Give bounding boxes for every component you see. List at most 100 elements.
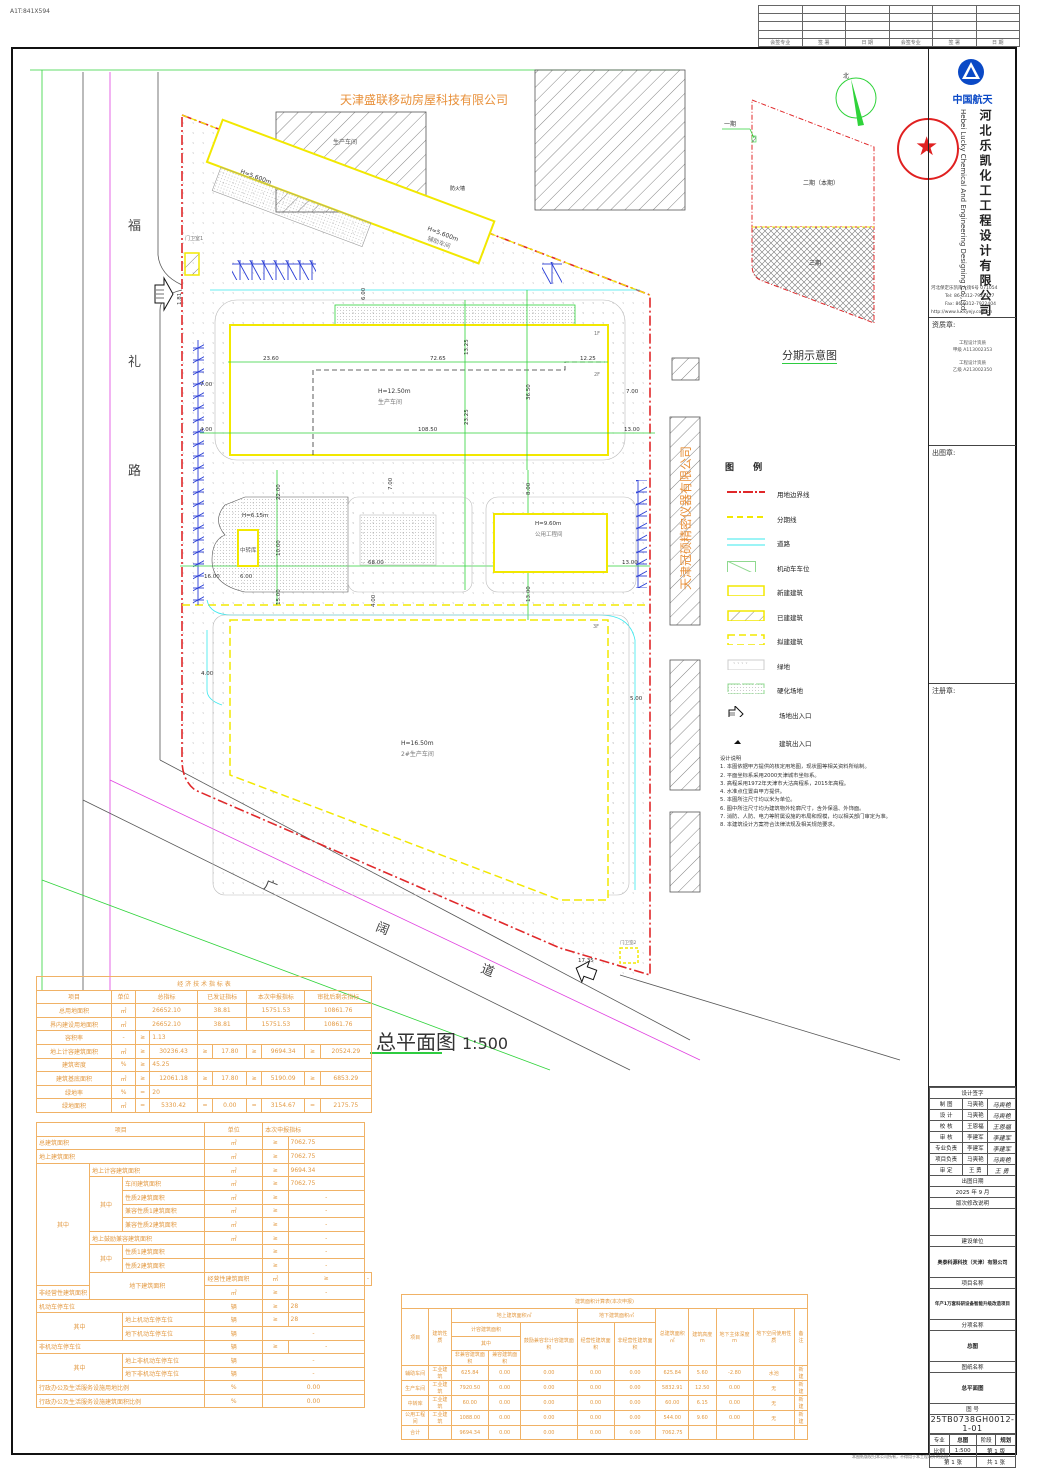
countersign-header: 签 署: [932, 37, 977, 48]
svg-text:H=6.15m: H=6.15m: [242, 513, 268, 519]
svg-text:H=9.60m: H=9.60m: [535, 521, 561, 527]
svg-text:72.65: 72.65: [430, 356, 446, 362]
svg-text:ˇ ˇ ˇ ˇ: ˇ ˇ ˇ ˇ: [733, 663, 748, 669]
svg-text:公用工程间: 公用工程间: [535, 530, 563, 538]
building-area-calculation-table: 建筑面积计算表(本次申报) 项目 建筑性质 地上建筑面积㎡ 地下建筑面积㎡ 总建…: [400, 1294, 808, 1440]
countersign-table: 会签专业 签 署 日 期 会签专业 签 署 日 期: [758, 4, 1020, 48]
signature-section: 设计签字 制 图马爽艳马爽艳 设 计马爽艳马爽艳 校 核王恩福王恩福 审 核李建…: [928, 1086, 1017, 1468]
legend-item-boundary: 用地边界线: [727, 491, 810, 499]
registration-section: 注册章:: [929, 683, 1016, 1084]
phase-diagram: 一期 二期（本期） 三期: [722, 99, 875, 324]
note-item: 7. 消防、人防、电力等附属设施的布局和规模，均以相关部门审定为准。: [720, 814, 891, 821]
drawing-number: 25TB0738GH0012-1-01: [929, 1414, 1016, 1434]
note-item: 2. 平面坐标系采用2000天津城市坐标系。: [720, 772, 820, 779]
neighbor-north-label: 天津盛联移动房屋科技有限公司: [340, 92, 508, 107]
table-row: 其中地上非机动车停车位辆-: [36, 1353, 372, 1382]
note-item: 6. 图中所注尺寸均为建筑物外轮廓尺寸，含外保温、外饰面。: [720, 805, 865, 812]
casc-logo-icon: [958, 59, 984, 85]
countersign-header: 会签专业: [758, 37, 803, 48]
legend-item-paved: 硬化场地: [725, 677, 915, 702]
note-item: 4. 水准点位置由甲方提供。: [720, 789, 786, 796]
drawing-frame: [11, 47, 1017, 1455]
table-row: 容积率-≥1.13: [35, 1030, 373, 1045]
svg-text:防火墙: 防火墙: [450, 185, 465, 192]
site-entry-arrow-west: [154, 276, 174, 312]
svg-text:17.35: 17.35: [578, 958, 594, 964]
legend-item-building-entry: 建筑出入口: [725, 730, 915, 755]
countersign-header: 日 期: [845, 37, 890, 48]
svg-text:二期（本期）: 二期（本期）: [803, 179, 839, 187]
sheet-size-code: A1T:841X594: [10, 8, 50, 15]
svg-text:中转库: 中转库: [240, 546, 257, 554]
svg-text:2#生产车间: 2#生产车间: [401, 750, 434, 758]
title-underline: [370, 1052, 442, 1054]
north-arrow-icon: 北: [835, 72, 877, 126]
road-name-west-1: 福: [128, 219, 141, 234]
svg-text:22.00: 22.00: [276, 484, 282, 500]
table-header-row: 项目单位本次申报指标: [35, 1122, 372, 1137]
svg-text:13.25: 13.25: [464, 339, 470, 355]
table-row: 绿地率%=20: [35, 1084, 373, 1100]
economic-indicators-table: 经 济 技 术 指 标 表 项目 单位 总指标 已发证指标 本次申报指标 审批后…: [35, 976, 373, 1113]
drawing-scale: 1:500: [462, 1034, 509, 1053]
phase-diagram-title: 分期示意图: [782, 349, 837, 364]
svg-text:生产车间: 生产车间: [378, 398, 402, 406]
table-row: 地下机动车停车位辆-: [37, 1325, 372, 1341]
company-contact: 河北保定乐凯南大街6号 071054 Tel: 86-0312-7922427 …: [931, 286, 998, 315]
svg-text:阔: 阔: [374, 920, 392, 939]
table-row: 非机动车停车位辆≥-: [35, 1339, 372, 1355]
legend-item-planned-building: 拟建建筑: [725, 628, 915, 653]
svg-text:1.81: 1.81: [177, 293, 183, 305]
site-entry-arrow-south: [575, 960, 598, 984]
legend-item-existing-building: 已建建筑: [725, 604, 915, 629]
countersign-header: 签 署: [801, 37, 846, 48]
legend-item-parking: 机动车车位: [725, 555, 915, 580]
svg-text:23.25: 23.25: [464, 409, 470, 425]
legend-item-new-building: 新建建筑: [725, 579, 915, 604]
svg-text:7.00: 7.00: [388, 477, 394, 490]
svg-text:108.50: 108.50: [418, 427, 438, 433]
table-row: 机动车停车位辆≥28: [35, 1298, 372, 1314]
table-header-row: 项目 单位 总指标 已发证指标 本次申报指标 审批后剩余指标: [35, 989, 372, 1005]
svg-text:12.25: 12.25: [580, 356, 596, 362]
road-name-west-3: 路: [128, 463, 141, 479]
countersign-header: 会签专业: [888, 37, 933, 48]
copyright-footer: 本图纸版权归本公司所有，不得用于本工程以外的范围: [852, 1454, 948, 1459]
table-row: 其中地上机动车停车位辆≥28: [36, 1312, 372, 1341]
design-notes: 设计说明 1. 本图依据甲方提供的核定用地图，现状图等相关资料所绘制。 2. 平…: [720, 755, 920, 830]
svg-text:7.00: 7.00: [200, 382, 213, 388]
svg-text:北: 北: [843, 72, 849, 80]
note-item: 3. 高程采用1972年天津市大沽高程系，2015年高程。: [720, 780, 850, 787]
legend-title: 图 例: [725, 463, 771, 473]
neighbor-east-label: 天津冠硕精密仪器有限公司: [678, 446, 693, 590]
qualification-section: 资质章: 工程设计资质甲级 A113002353 工程设计资质乙级 A21300…: [929, 317, 1016, 418]
star-icon: ★: [915, 132, 939, 162]
note-item: 8. 本建筑设计方案符合法律法规及相关规范要求。: [720, 822, 838, 829]
svg-text:1F: 1F: [594, 331, 600, 337]
legend-item-green: ˇ ˇ ˇ ˇ 绿地: [725, 653, 915, 678]
brand-name: 中国航天: [952, 95, 993, 106]
legend-item-site-entry: 场地出入口: [725, 702, 915, 730]
table-row: 其中性质1建筑面积≥-: [37, 1244, 372, 1273]
legend: 图 例 用地边界线 分期线 道路 机动车车位 新建建筑 已建建筑 拟建建筑 ˇ …: [725, 460, 915, 754]
svg-text:5.00: 5.00: [630, 696, 643, 702]
building-entry-icon: [734, 739, 741, 744]
svg-text:15.00: 15.00: [276, 589, 282, 605]
svg-text:13.00: 13.00: [526, 586, 532, 602]
note-item: 5. 本图所注尺寸均以米为单位。: [720, 797, 796, 804]
svg-text:4.00: 4.00: [371, 594, 377, 607]
